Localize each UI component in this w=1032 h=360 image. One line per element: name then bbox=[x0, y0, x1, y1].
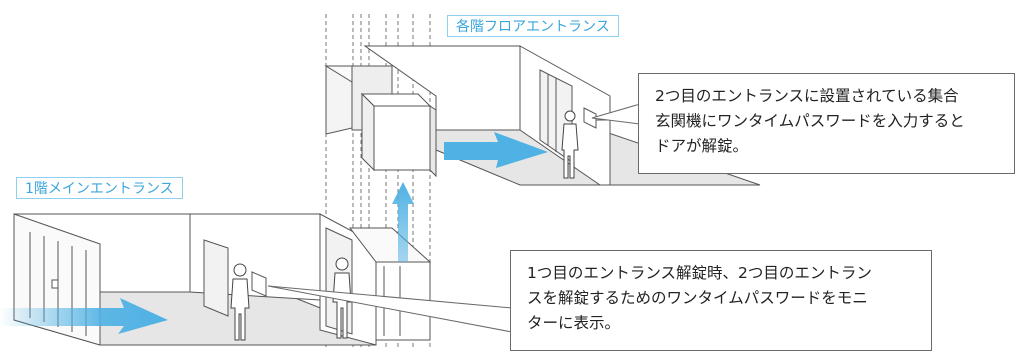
callout-first-entrance: 1つ目のエントランス解錠時、2つ目のエントラン スを解錠するためのワンタイムパス… bbox=[510, 250, 932, 351]
label-main-entrance: 1階メインエントランス bbox=[16, 177, 183, 199]
upper-intercom-panel bbox=[583, 107, 597, 129]
lower-floor-arrow bbox=[0, 298, 168, 334]
upper-cabin-main bbox=[361, 92, 375, 172]
label-floor-entrance: 各階フロアエントランス bbox=[447, 15, 619, 37]
lower-inner-door bbox=[203, 239, 229, 317]
person-lower-left-icon bbox=[230, 263, 250, 341]
elevator-up-arrow bbox=[392, 182, 414, 262]
upper-elevator bbox=[324, 65, 437, 178]
callout-second-entrance: 2つ目のエントランスに設置されている集合 玄関機にワンタイムパスワードを入力する… bbox=[638, 73, 1015, 174]
upper-back-wall bbox=[363, 45, 521, 131]
person-upper-icon bbox=[561, 110, 579, 179]
upper-floor-arrow bbox=[444, 132, 548, 168]
lower-intercom-panel bbox=[251, 271, 267, 297]
